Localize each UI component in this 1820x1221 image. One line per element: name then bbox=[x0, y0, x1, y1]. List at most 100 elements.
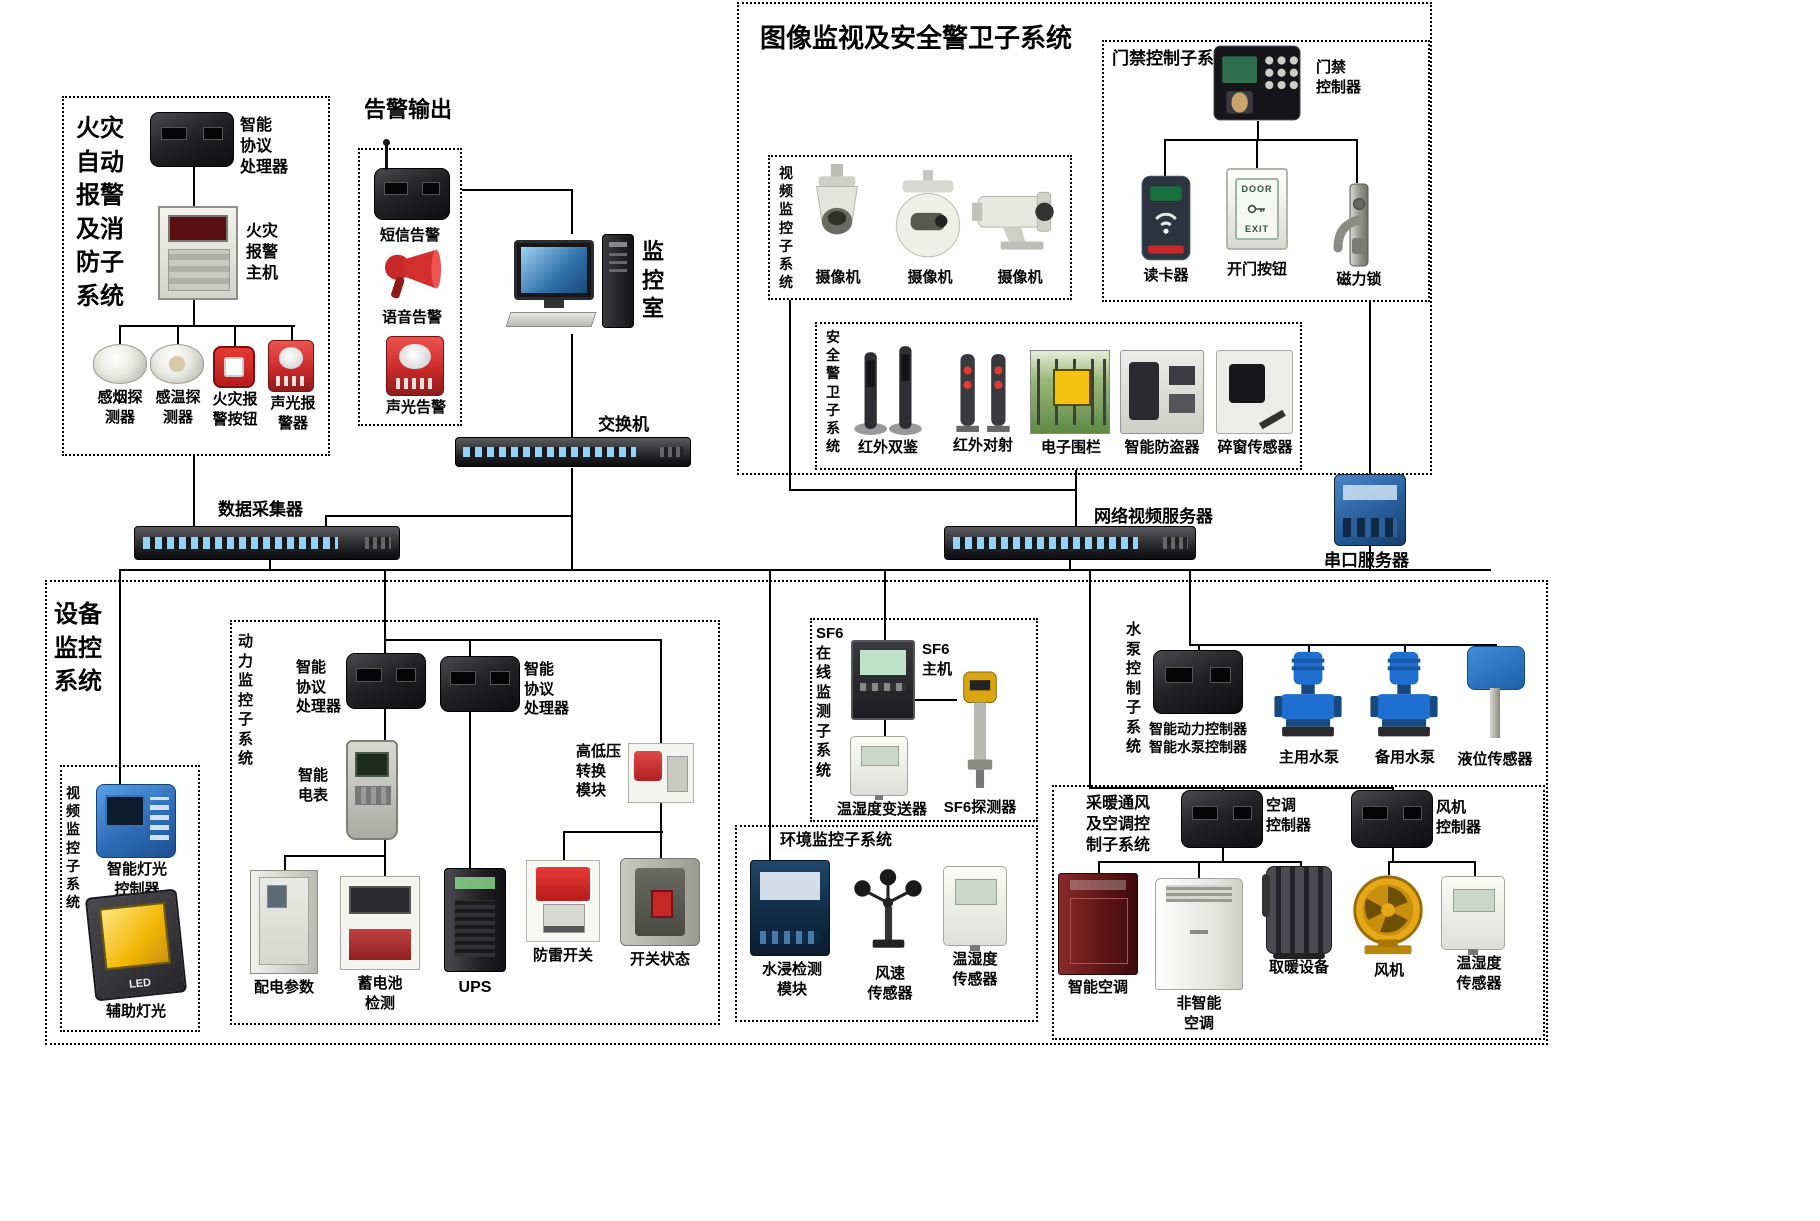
connector-line bbox=[325, 515, 573, 517]
connector-line bbox=[193, 456, 195, 526]
serial-server bbox=[1334, 474, 1406, 546]
window-break-sensor bbox=[1216, 350, 1293, 434]
connector-line bbox=[1098, 861, 1302, 863]
switch-label: 交换机 bbox=[598, 415, 649, 434]
pc-tower-icon bbox=[602, 234, 634, 328]
water-leak-module bbox=[750, 860, 830, 956]
access-controller-label: 门禁 控制器 bbox=[1316, 59, 1362, 96]
connector-line bbox=[1300, 861, 1302, 869]
sf6-host-label: SF6 主机 bbox=[922, 641, 953, 678]
alarm-output-box bbox=[358, 148, 462, 426]
connector-line bbox=[660, 831, 662, 860]
alarm-output-title: 告警输出 bbox=[364, 97, 453, 122]
pump-controller-label: 智能动力控制器 智能水泵控制器 bbox=[1149, 721, 1247, 756]
anti-theft-kit bbox=[1120, 350, 1204, 434]
wind-speed-sensor bbox=[850, 866, 927, 958]
connector-line bbox=[1189, 644, 1497, 646]
data-collector bbox=[134, 526, 400, 560]
led-floodlight: LED bbox=[84, 888, 188, 1002]
sms-alarm-label: 短信告警 bbox=[380, 227, 441, 244]
monitor-icon bbox=[514, 240, 594, 300]
smart-ac-cabinet bbox=[1058, 873, 1138, 975]
connector-line bbox=[563, 831, 663, 833]
heat-detector-label: 感温探 测器 bbox=[155, 389, 201, 426]
sound-alarm-label: 声光报 警器 bbox=[270, 395, 316, 432]
connector-line bbox=[660, 803, 662, 832]
smart-meter bbox=[346, 740, 398, 840]
temp-humidity-sensor-2 bbox=[1441, 876, 1505, 955]
connector-line bbox=[469, 639, 471, 658]
connector-line bbox=[660, 639, 662, 745]
door-button-label: 开门按钮 bbox=[1226, 261, 1287, 278]
door-exit-button: DOOR EXIT bbox=[1226, 168, 1288, 250]
connector-line bbox=[284, 855, 386, 857]
security-guard-box bbox=[815, 322, 1302, 470]
backup-pump-label: 备用水泵 bbox=[1374, 749, 1435, 766]
smart-protocol-processor bbox=[150, 112, 234, 167]
aux-light-label: 辅助灯光 bbox=[105, 1003, 166, 1020]
connector-line bbox=[789, 300, 791, 490]
video-box-title: 视 频 监 控 子 系 统 bbox=[779, 165, 793, 291]
access-box-title: 门禁控制子系统 bbox=[1112, 49, 1231, 68]
th-sensor-2-label: 温湿度 传感器 bbox=[1456, 955, 1502, 992]
connector-line bbox=[1198, 861, 1200, 880]
connector-line bbox=[234, 325, 236, 350]
key-icon bbox=[1247, 204, 1265, 214]
sf6-monitoring-box bbox=[810, 618, 1038, 822]
connector-line bbox=[269, 560, 271, 570]
battery-label: 蓄电池 检测 bbox=[357, 975, 403, 1012]
ups-unit bbox=[444, 868, 506, 972]
connector-line bbox=[1189, 569, 1191, 645]
connector-line bbox=[177, 325, 179, 347]
fire-subsystem-title: 火灾 自动 报警 及消 防子 系统 bbox=[76, 115, 124, 310]
heat-detector bbox=[150, 344, 204, 384]
data-collector-label: 数据采集器 bbox=[218, 500, 303, 519]
equipment-monitoring-box bbox=[45, 580, 1548, 1045]
main-bus-line bbox=[119, 569, 1491, 571]
battery-tester bbox=[340, 876, 420, 970]
connector-line bbox=[284, 855, 286, 872]
smoke-detector-label: 感烟探 测器 bbox=[97, 389, 143, 426]
connector-line bbox=[193, 300, 195, 326]
heater-label: 取暖设备 bbox=[1268, 959, 1329, 976]
environment-box-title: 环境监控子系统 bbox=[780, 832, 893, 849]
smart-meter-label: 智能 电表 bbox=[298, 767, 329, 804]
door-button-text-bottom: EXIT bbox=[1244, 224, 1269, 235]
ac-controller-device bbox=[1181, 790, 1263, 848]
sf6-host-device bbox=[851, 640, 915, 720]
door-button-text-top: DOOR bbox=[1241, 183, 1273, 194]
connector-line bbox=[1089, 787, 1394, 789]
sound-light-alarm-output bbox=[386, 336, 444, 396]
connector-line bbox=[1098, 861, 1100, 875]
soundlight-alarm-label: 声光告警 bbox=[386, 399, 447, 416]
connector-line bbox=[1369, 546, 1371, 570]
switch-state-label: 开关状态 bbox=[629, 951, 690, 968]
network-video-server bbox=[944, 526, 1196, 560]
temp-humidity-transmitter bbox=[850, 736, 908, 800]
access-controller-terminal bbox=[1212, 44, 1302, 122]
network-video-server-label: 网络视频服务器 bbox=[1094, 507, 1213, 526]
lightning-switch bbox=[526, 860, 600, 942]
level-sensor bbox=[1463, 646, 1527, 742]
connector-line bbox=[1356, 139, 1358, 183]
connector-line bbox=[1388, 861, 1390, 875]
connector-line bbox=[291, 325, 293, 344]
ac-controller-label: 空调 控制器 bbox=[1266, 797, 1312, 834]
th-sensor-label: 温湿度 传感器 bbox=[952, 951, 998, 988]
voice-alarm-horn bbox=[380, 246, 446, 304]
power-proto2-label: 智能 协议 处理器 bbox=[524, 661, 570, 717]
connector-line bbox=[1404, 644, 1406, 654]
connector-line bbox=[571, 334, 573, 438]
fire-button-label: 火灾报 警按钮 bbox=[212, 391, 258, 428]
plain-ac-label: 非智能 空调 bbox=[1176, 995, 1222, 1032]
window-sensor-label: 碎窗传感器 bbox=[1217, 439, 1293, 456]
hvac-box-title: 采暖通风 及空调控 制子系统 bbox=[1086, 795, 1151, 854]
smart-protocol-processor bbox=[346, 653, 426, 709]
wind-sensor-label: 风速 传感器 bbox=[867, 965, 913, 1002]
connector-line bbox=[119, 569, 121, 786]
connector-line bbox=[884, 720, 886, 738]
connector-line bbox=[1257, 121, 1259, 140]
sound-light-alarm bbox=[268, 340, 314, 392]
sf6-th-label: 温湿度变送器 bbox=[836, 801, 927, 818]
card-reader-label: 读卡器 bbox=[1143, 267, 1189, 284]
